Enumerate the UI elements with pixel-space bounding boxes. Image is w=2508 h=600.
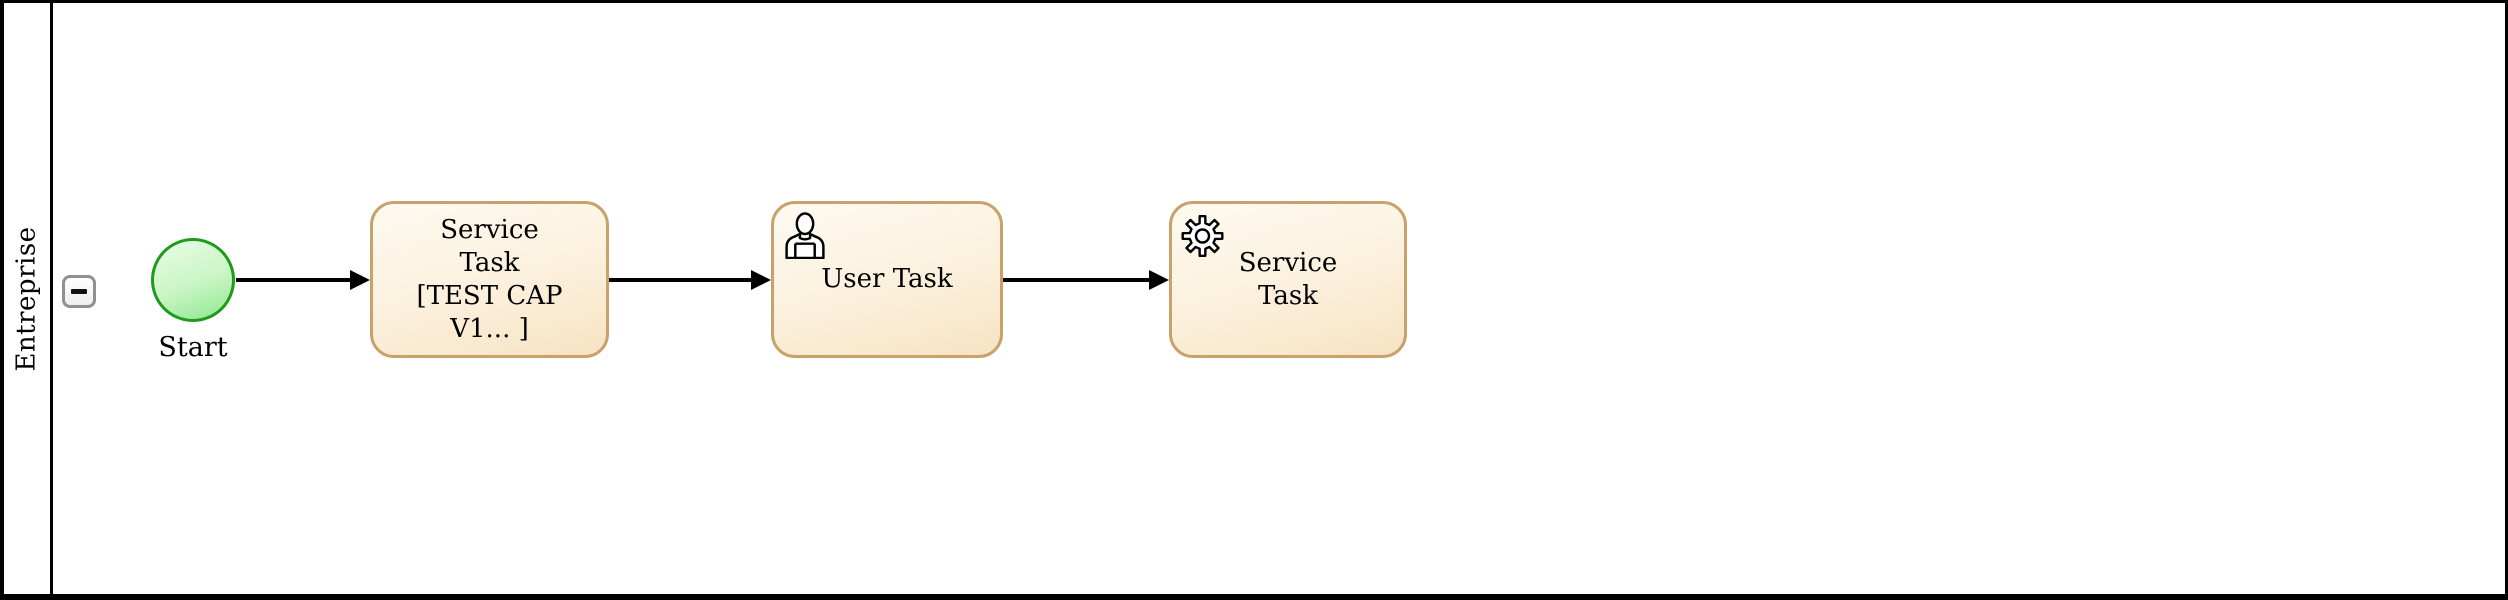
sequence-flow-3-line: [1003, 278, 1153, 282]
task-service-1[interactable]: Service Task [TEST CAP V1... ]: [370, 201, 609, 358]
lane-collapse-button[interactable]: [62, 275, 96, 308]
gear-icon: [1181, 215, 1224, 257]
task-user[interactable]: User Task: [771, 201, 1003, 358]
lane-label: Entreprise: [12, 225, 43, 372]
start-event[interactable]: [151, 238, 235, 322]
task-label: User Task: [821, 264, 953, 294]
pool-lane-header[interactable]: Entreprise: [4, 3, 53, 594]
sequence-flow-1-line: [236, 278, 354, 282]
user-icon: [785, 212, 825, 259]
task-label: Service Task [TEST CAP V1... ]: [416, 214, 563, 344]
sequence-flow-2-line: [609, 278, 755, 282]
task-label: Service Task: [1238, 247, 1338, 311]
minus-icon: [71, 289, 87, 294]
task-service-2[interactable]: Service Task: [1169, 201, 1407, 358]
start-event-label: Start: [158, 332, 228, 363]
arrowhead-icon: [1149, 270, 1169, 290]
arrowhead-icon: [350, 270, 370, 290]
arrowhead-icon: [751, 270, 771, 290]
